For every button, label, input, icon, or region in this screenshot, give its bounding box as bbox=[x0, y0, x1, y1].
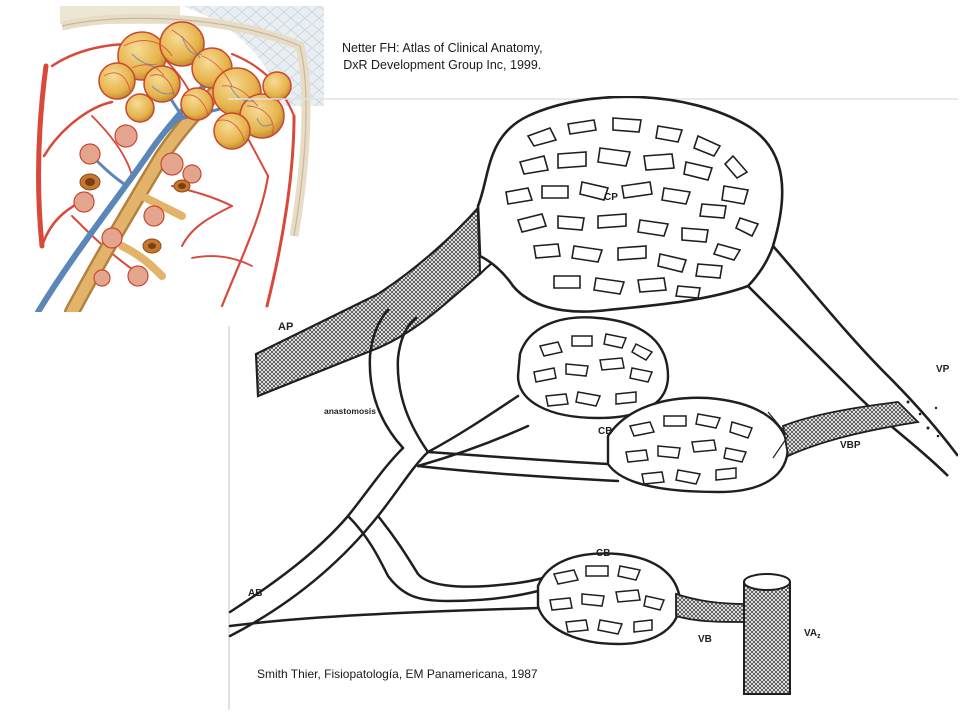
label-cp: CP bbox=[604, 192, 618, 203]
label-vbp: VBP bbox=[840, 440, 861, 451]
label-ab: AB bbox=[248, 588, 262, 599]
label-anastomosis: anastomosis bbox=[324, 406, 376, 416]
smith-citation: Smith Thier, Fisiopatología, EM Panameri… bbox=[257, 667, 538, 681]
netter-citation-line2: DxR Development Group Inc, 1999. bbox=[343, 58, 542, 72]
label-vb: VB bbox=[698, 634, 712, 645]
capillary-bed-vbp bbox=[606, 396, 920, 494]
capillary-bed-middle bbox=[516, 316, 670, 420]
netter-illustration-svg bbox=[35, 6, 324, 320]
label-ap: AP bbox=[278, 321, 293, 333]
netter-lung-illustration bbox=[32, 6, 324, 320]
small-alveolar-sacs bbox=[73, 124, 202, 287]
azygos-vein bbox=[743, 573, 791, 695]
label-cb-lower: CB bbox=[596, 548, 610, 559]
netter-citation-line1: Netter FH: Atlas of Clinical Anatomy, bbox=[342, 41, 543, 55]
netter-citation: Netter FH: Atlas of Clinical Anatomy, Dx… bbox=[342, 40, 543, 74]
alveolar-cluster bbox=[98, 21, 292, 150]
capillary-bed-cp bbox=[476, 95, 784, 313]
pulmonary-vein bbox=[747, 245, 960, 477]
circulation-diagram-svg: AP CP VP anastomosis CB VBP AB CB VB VAz bbox=[228, 95, 960, 710]
label-vp: VP bbox=[936, 364, 950, 375]
capillary-bed-lower bbox=[536, 552, 749, 646]
bronchus-stumps bbox=[79, 173, 191, 254]
label-vaz: VAz bbox=[804, 628, 821, 640]
circulation-diagram: AP CP VP anastomosis CB VBP AB CB VB VAz bbox=[228, 95, 960, 710]
bronchial-artery bbox=[228, 308, 620, 638]
label-cb-upper: CB bbox=[598, 426, 612, 437]
dots-vp bbox=[906, 400, 940, 438]
label-vaz-main: VA bbox=[804, 628, 817, 639]
label-vaz-sub: z bbox=[817, 633, 821, 640]
